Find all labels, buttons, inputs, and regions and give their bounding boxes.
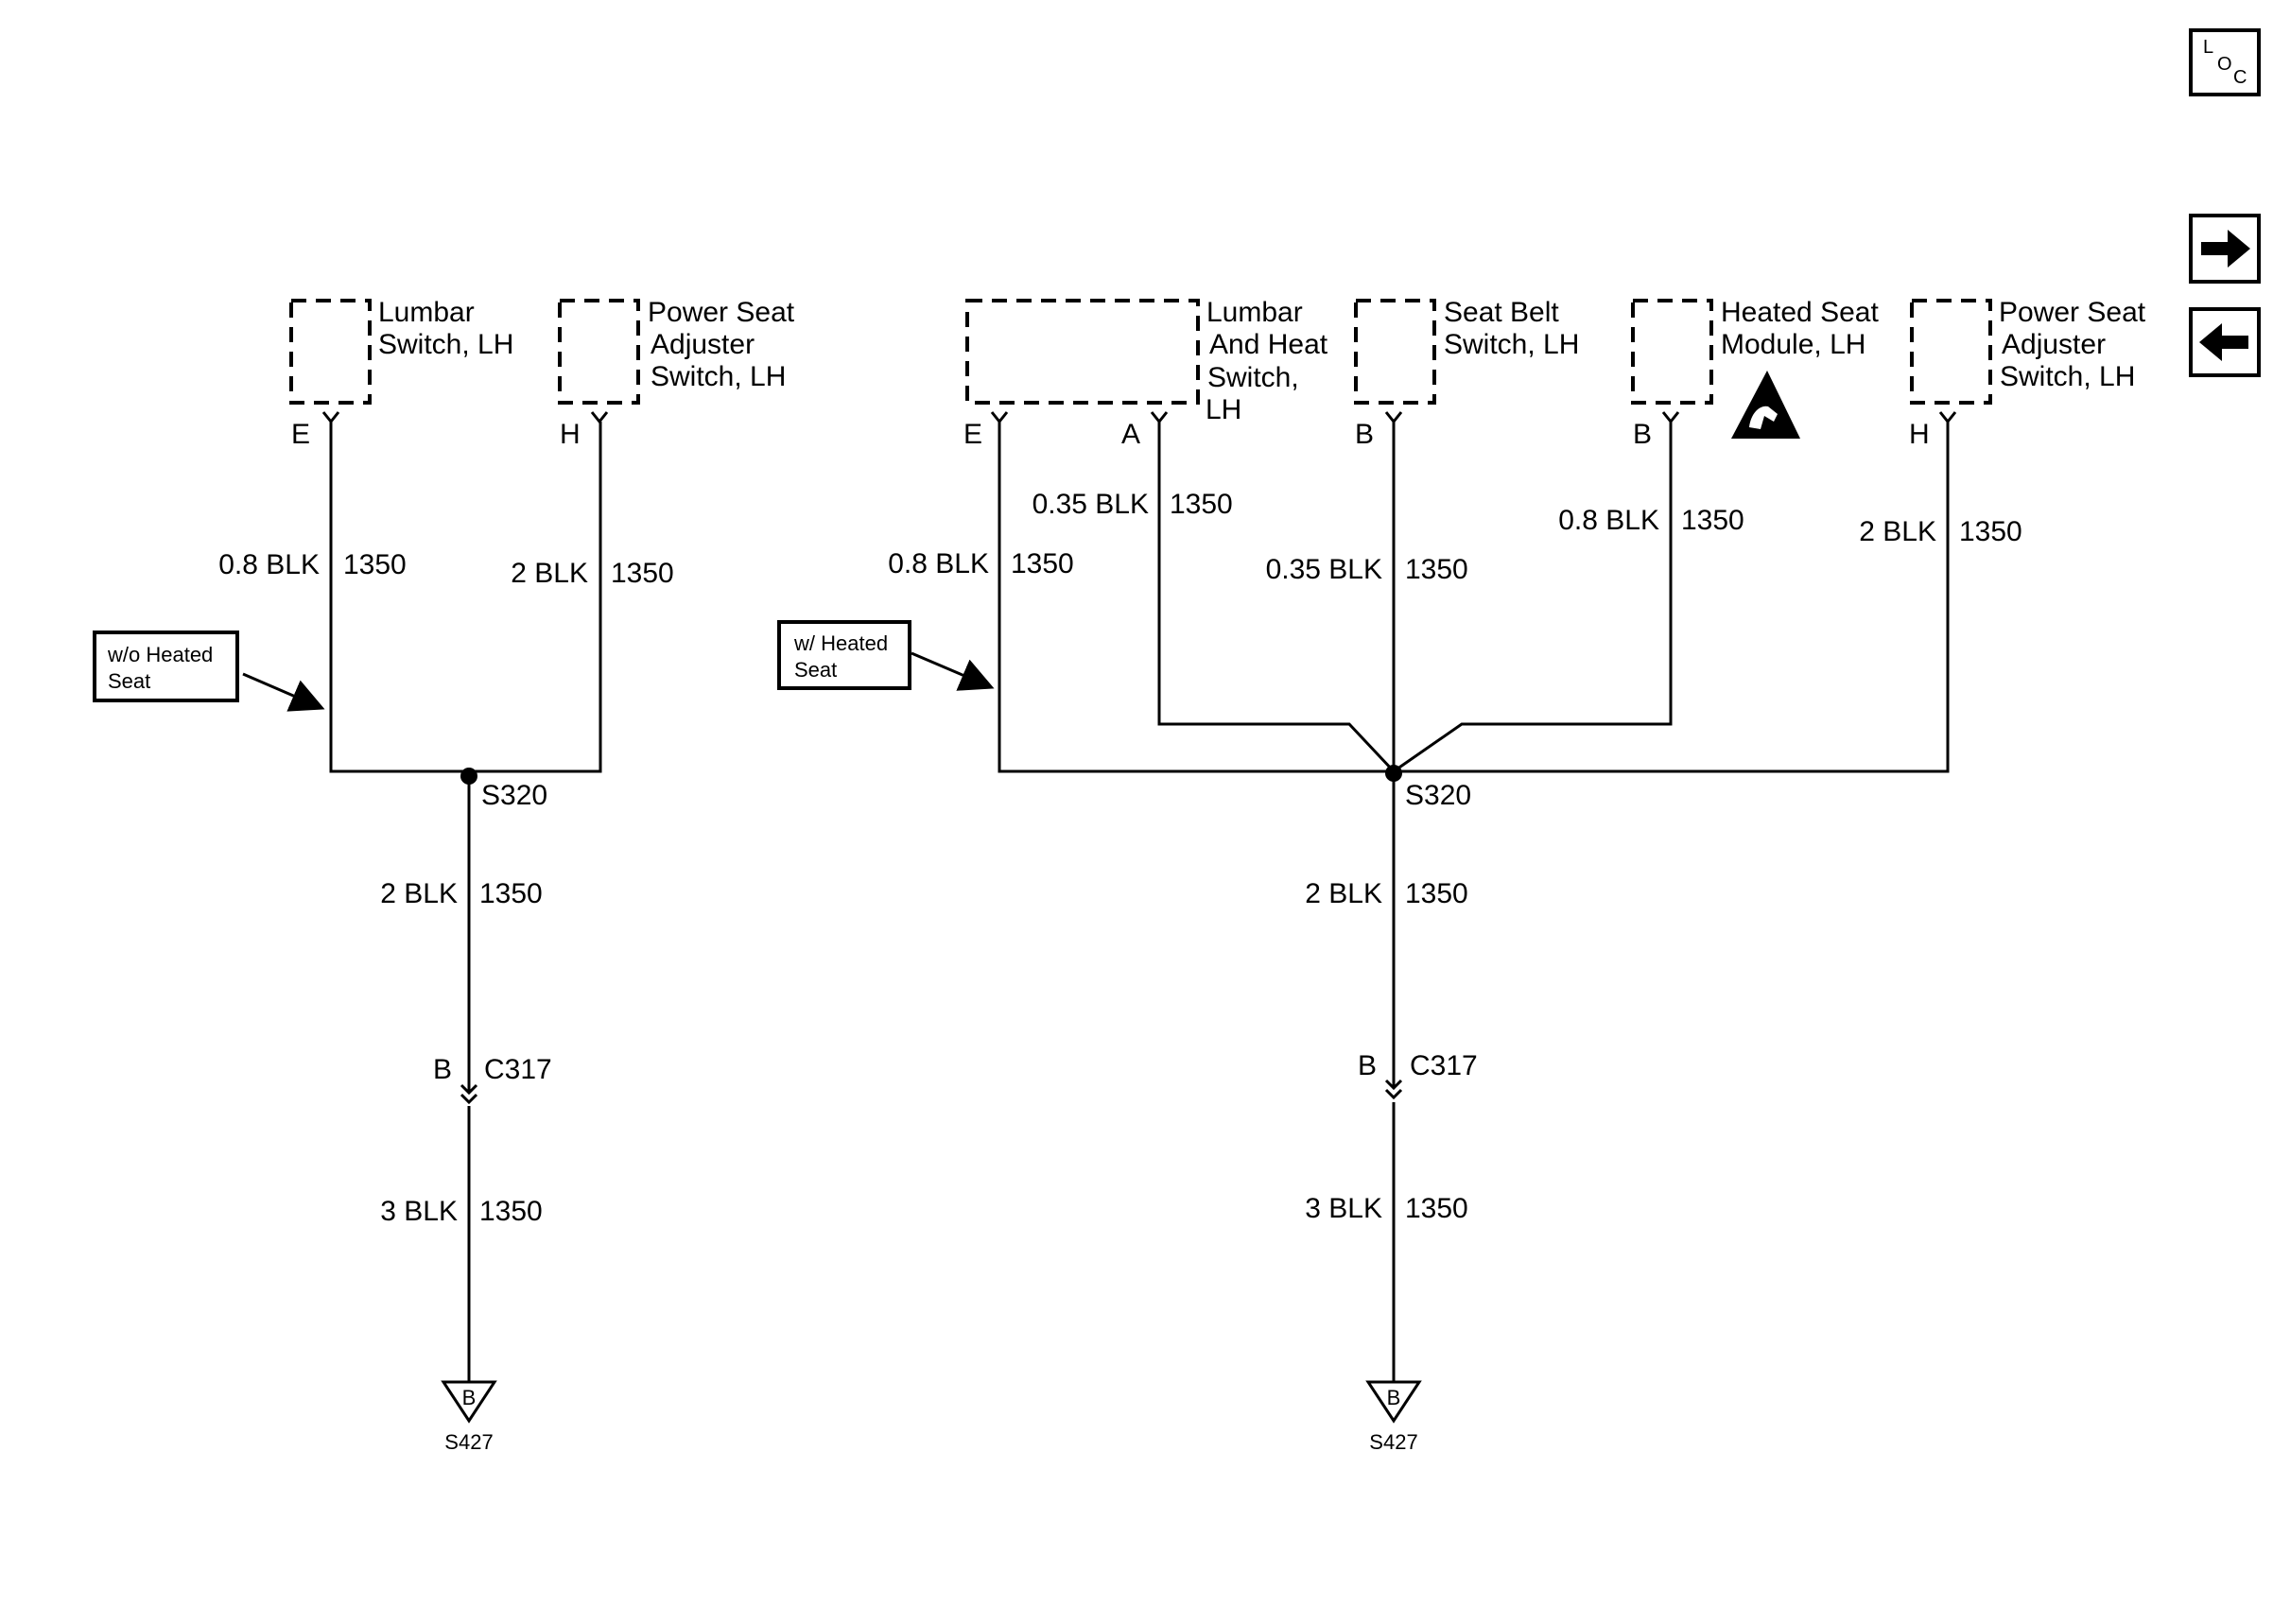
wire-circuit-label: 1350	[611, 558, 674, 589]
note-arrow	[242, 672, 325, 712]
seat-belt-switch-box	[1354, 299, 1436, 405]
connector-symbol	[1661, 411, 1680, 424]
loc-icon[interactable]: L O C	[2189, 28, 2261, 96]
wire-gauge-label: 3 BLK	[380, 1196, 458, 1227]
pin-h: H	[560, 419, 581, 450]
wire-gauge-label: 0.35 BLK	[1266, 554, 1382, 585]
ground-name-label: S427	[1369, 1430, 1417, 1454]
ground-name-label: S427	[444, 1430, 493, 1454]
loc-letter-c: C	[2233, 67, 2247, 88]
wire-gauge-label: 0.8 BLK	[1558, 505, 1659, 536]
seat-belt-switch-label: Seat Belt Switch, LH	[1444, 297, 1579, 360]
wire-gauge-label: 0.35 BLK	[1032, 489, 1149, 520]
wire-gauge-label: 0.8 BLK	[218, 549, 320, 580]
pin-a: A	[1121, 419, 1140, 450]
connector-symbol	[1938, 411, 1957, 424]
power-seat-switch-box	[558, 299, 640, 405]
arrow-right-icon[interactable]	[2189, 214, 2261, 284]
heated-seat-module-box	[1631, 299, 1713, 405]
wire-gauge-label: 3 BLK	[1305, 1193, 1382, 1224]
splice-label: S320	[1405, 780, 1471, 811]
loc-letter-l: L	[2203, 37, 2213, 58]
connector-pin-label: B	[1358, 1050, 1377, 1081]
wire-circuit-label: 1350	[1405, 878, 1468, 909]
power-seat-switch-label: Power Seat Adjuster Switch, LH	[648, 297, 802, 392]
pin-b: B	[1355, 419, 1374, 450]
lumbar-switch-box	[289, 299, 372, 405]
wire-1350	[329, 422, 602, 773]
wire-gauge-label: 0.8 BLK	[888, 548, 989, 579]
connector-symbol	[321, 411, 340, 424]
lumbar-heat-switch-box	[965, 299, 1200, 405]
power-seat-switch-box	[1910, 299, 1992, 405]
connector-symbol	[990, 411, 1009, 424]
connector-symbol	[1384, 411, 1403, 424]
wire-circuit-label: 1350	[1681, 505, 1744, 536]
wire-circuit-label: 1350	[343, 549, 407, 580]
wire-circuit-label: 1350	[1405, 1193, 1468, 1224]
option-note-box	[777, 620, 911, 690]
wire-gauge-label: 2 BLK	[511, 558, 588, 589]
option-note-box	[93, 631, 239, 702]
splice-dot	[1385, 765, 1402, 782]
connector-pin-label: B	[433, 1054, 452, 1085]
wire-gauge-label: 2 BLK	[1305, 878, 1382, 909]
connector-symbol	[590, 411, 609, 424]
wire-1350	[1157, 422, 1396, 773]
pin-e: E	[291, 419, 310, 450]
wire-gauge-label: 2 BLK	[1859, 516, 1936, 547]
wire-gauge-label: 2 BLK	[380, 878, 458, 909]
heated-seat-module-label: Heated Seat Module, LH	[1721, 297, 1886, 360]
pin-h: H	[1909, 419, 1930, 450]
wire-circuit-label: 1350	[1405, 554, 1468, 585]
esd-sensitive-icon	[1731, 371, 1800, 439]
wire-1350	[1393, 422, 1673, 773]
ground-letter: B	[1387, 1386, 1401, 1409]
wire-circuit-label: 1350	[1959, 516, 2022, 547]
connector-symbol	[460, 1083, 478, 1105]
splice-label: S320	[481, 780, 547, 811]
wire-circuit-label: 1350	[1011, 548, 1074, 579]
splice-dot	[460, 768, 477, 785]
wire-circuit-label: 1350	[479, 1196, 543, 1227]
connector-symbol	[1384, 1079, 1403, 1100]
pin-e: E	[963, 419, 982, 450]
power-seat-switch-label: Power Seat Adjuster Switch, LH	[1999, 297, 2153, 392]
loc-letter-o: O	[2217, 54, 2232, 75]
arrow-left-icon[interactable]	[2189, 307, 2261, 377]
option-note-text: w/ Heated Seat	[793, 631, 894, 682]
wire-1350	[998, 422, 1950, 773]
pin-b: B	[1633, 419, 1652, 450]
note-arrow	[911, 651, 995, 691]
ground-letter: B	[462, 1386, 477, 1409]
connector-symbol	[1150, 411, 1169, 424]
wire-circuit-label: 1350	[1170, 489, 1233, 520]
connector-name-label: C317	[1410, 1050, 1478, 1081]
connector-name-label: C317	[484, 1054, 552, 1085]
ground-symbol	[1365, 1380, 1422, 1424]
wire-circuit-label: 1350	[479, 878, 543, 909]
lumbar-switch-label: Lumbar Switch, LH	[378, 297, 513, 360]
lumbar-heat-switch-label: Lumbar And Heat Switch, LH	[1206, 297, 1335, 425]
option-note-text: w/o Heated Seat	[107, 643, 218, 693]
ground-symbol	[441, 1380, 497, 1424]
